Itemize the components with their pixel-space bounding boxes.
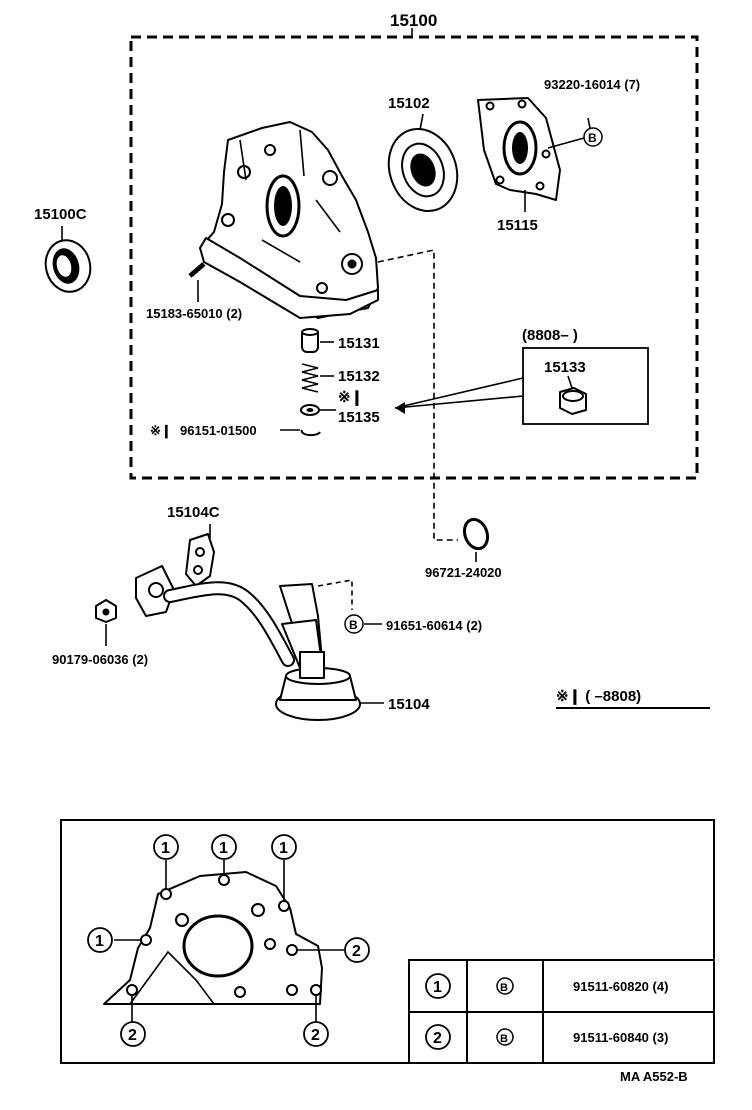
label-15131: 15131: [338, 335, 380, 352]
callout-2-c: 2: [303, 1021, 329, 1047]
label-15104c: 15104C: [167, 504, 220, 521]
bolt-hole: [126, 984, 138, 996]
label-15104: 15104: [388, 696, 430, 713]
callout-1-c: 1: [271, 834, 297, 860]
label-93220: 93220-16014 (7): [544, 77, 640, 92]
asterisk-small: ※❙: [150, 423, 172, 439]
svg-text:B: B: [500, 982, 508, 994]
bolt-hole: [218, 874, 230, 886]
bolt-hole: [140, 934, 152, 946]
svg-text:2: 2: [128, 1027, 137, 1044]
label-96721: 96721-24020: [425, 565, 502, 580]
callout-1-a: 1: [153, 834, 179, 860]
label-15100c: 15100C: [34, 206, 87, 223]
ref-b-circle-cover: [583, 127, 603, 147]
bolt-hole: [286, 944, 298, 956]
footer-code: MA A552-B: [620, 1069, 688, 1084]
svg-text:1: 1: [95, 933, 104, 950]
bolt-hole: [278, 900, 290, 912]
ref-b-cover: B: [588, 131, 597, 145]
label-15133: 15133: [544, 359, 586, 376]
svg-text:B: B: [500, 1033, 508, 1045]
callout-2-b: 2: [120, 1021, 146, 1047]
legend-part-1: 91511-60820 (4): [573, 979, 668, 994]
legend-part-2: 91511-60840 (3): [573, 1030, 668, 1045]
nut-drawing: [95, 599, 117, 646]
svg-text:1: 1: [433, 979, 442, 996]
callout-1-d: 1: [87, 927, 113, 953]
snap-ring-drawing: [280, 429, 321, 437]
svg-text:1: 1: [161, 840, 170, 857]
stud-drawing: [188, 262, 207, 302]
legend-row-1: 1 B 91511-60820 (4): [425, 973, 668, 999]
oil-pump-body-drawing: [199, 121, 379, 319]
bolt-markers: [114, 860, 344, 1022]
bolt-hole: [310, 984, 322, 996]
ref-b-strainer: B: [349, 618, 358, 632]
oil-seal-drawing: [44, 226, 92, 293]
later-type-box: [394, 347, 649, 425]
label-15183: 15183-65010 (2): [146, 306, 242, 321]
asterisk-mark: ※❙: [338, 389, 363, 406]
callout-1-b: 1: [211, 834, 237, 860]
oil-strainer-drawing: [135, 524, 361, 721]
label-91651: 91651-60614 (2): [386, 618, 482, 633]
svg-text:2: 2: [352, 943, 361, 960]
note-8808: ※❙ ( –8808): [556, 688, 641, 705]
assembly-label: 15100: [390, 11, 437, 30]
drive-gear-drawing: [387, 113, 459, 213]
relief-spring-drawing: [301, 363, 334, 393]
svg-text:2: 2: [311, 1027, 320, 1044]
legend-row-2: 2 B 91511-60840 (3): [425, 1024, 668, 1050]
bolt-location-panel: [60, 819, 715, 1064]
relief-valve-drawing: [301, 328, 334, 353]
label-15115: 15115: [497, 217, 538, 234]
pump-outline-drawing: [103, 871, 323, 1005]
range-8808: (8808– ): [522, 327, 578, 344]
o-ring-drawing: [462, 517, 490, 562]
ref-b-circle-strainer: [344, 614, 364, 634]
bolt-hole: [160, 888, 172, 900]
assembly-boundary: [129, 28, 699, 480]
bolt-legend-table: 1 B 91511-60820 (4) 2 B 91511-60840 (3): [408, 959, 715, 1064]
pump-cover-drawing: [477, 97, 591, 212]
label-90179: 90179-06036 (2): [52, 652, 148, 667]
svg-text:1: 1: [279, 840, 288, 857]
label-15132: 15132: [338, 368, 380, 385]
label-96151: 96151-01500: [180, 423, 257, 438]
svg-text:1: 1: [219, 840, 228, 857]
label-15102: 15102: [388, 95, 430, 112]
callout-2-a: 2: [344, 937, 370, 963]
label-15135: 15135: [338, 409, 380, 426]
valve-seat-drawing: [300, 404, 336, 416]
svg-text:2: 2: [433, 1030, 442, 1047]
